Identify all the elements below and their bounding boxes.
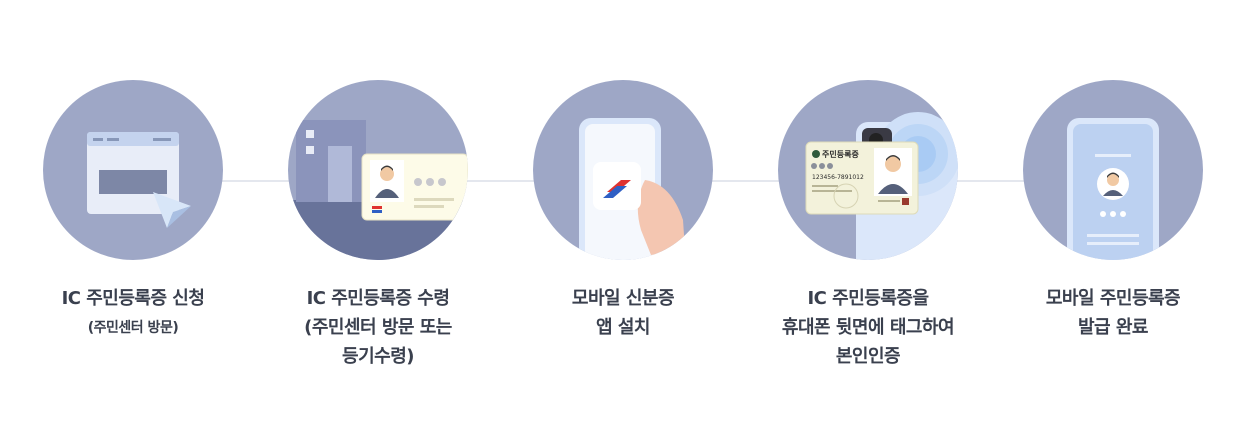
step-4: 주민등록증 123456-7891012 IC 주민등록증을 휴대폰 뒷면에 태… [748, 80, 988, 371]
phone-profile-icon [1067, 118, 1159, 260]
step-3-label: 모바일 신분증 앱 설치 [571, 284, 675, 342]
id-card-number-text: 123456-7891012 [812, 174, 864, 181]
id-card-title-text: 주민등록증 [822, 149, 859, 159]
step-1: IC 주민등록증 신청 (주민센터 방문) [13, 80, 253, 343]
step-5-label: 모바일 주민등록증 발급 완료 [1045, 284, 1181, 342]
step-2-label: IC 주민등록증 수령 (주민센터 방문 또는 등기수령) [304, 284, 452, 371]
step-2-circle [288, 80, 468, 260]
step-2-line-3: 등기수령) [342, 346, 414, 367]
step-3-line-1: 모바일 신분증 [571, 288, 675, 309]
id-card-nfc-tag-icon: 주민등록증 123456-7891012 [805, 112, 958, 260]
step-3-circle [533, 80, 713, 260]
step-4-line-2: 휴대폰 뒷면에 태그하여 [781, 317, 955, 338]
step-5-line-1: 모바일 주민등록증 [1045, 288, 1181, 309]
step-1-subtitle: (주민센터 방문) [87, 320, 179, 336]
step-1-label: IC 주민등록증 신청 (주민센터 방문) [62, 284, 205, 343]
building-id-card-icon [288, 120, 468, 260]
step-1-circle [43, 80, 223, 260]
phone-app-icon [579, 118, 685, 260]
step-5-line-2: 발급 완료 [1077, 317, 1149, 338]
browser-cursor-icon [87, 132, 191, 228]
step-2-line-2: (주민센터 방문 또는 [304, 317, 452, 338]
step-4-line-1: IC 주민등록증을 [807, 288, 929, 309]
step-2: IC 주민등록증 수령 (주민센터 방문 또는 등기수령) [258, 80, 498, 371]
process-steps: IC 주민등록증 신청 (주민센터 방문) [0, 80, 1238, 410]
step-3-line-2: 앱 설치 [596, 317, 650, 338]
step-4-label: IC 주민등록증을 휴대폰 뒷면에 태그하여 본인인증 [781, 284, 955, 371]
step-4-circle: 주민등록증 123456-7891012 [778, 80, 958, 260]
step-5: 모바일 주민등록증 발급 완료 [993, 80, 1233, 342]
step-4-line-3: 본인인증 [835, 346, 901, 367]
step-1-title: IC 주민등록증 신청 [61, 288, 205, 309]
step-3: 모바일 신분증 앱 설치 [503, 80, 743, 342]
step-5-circle [1023, 80, 1203, 260]
step-2-line-1: IC 주민등록증 수령 [306, 288, 450, 309]
